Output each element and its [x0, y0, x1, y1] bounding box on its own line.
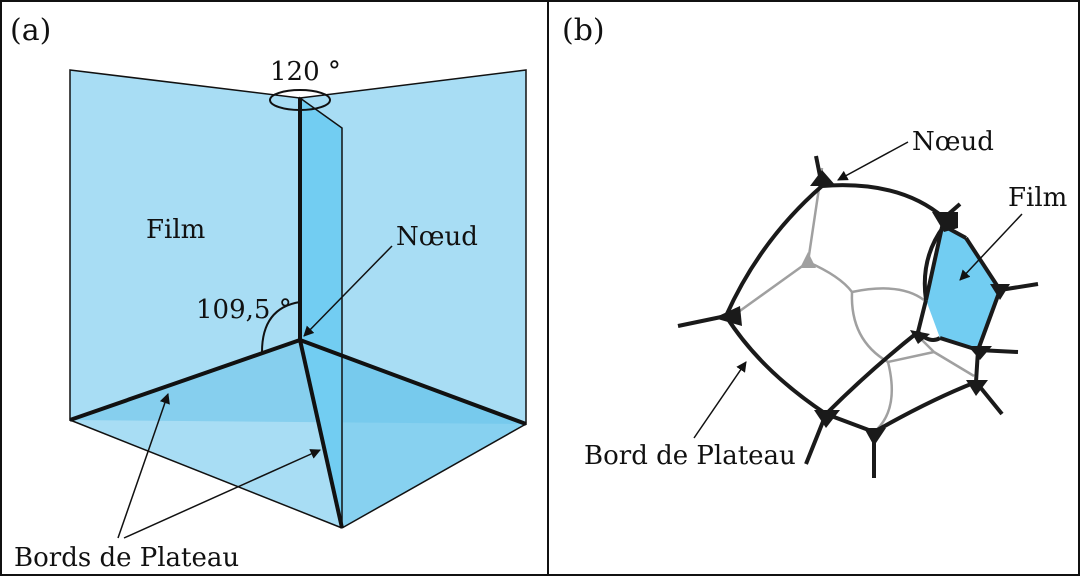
black-nodes: [714, 170, 1010, 446]
panel-b: (b): [562, 13, 1067, 478]
film-label: Film: [146, 215, 205, 245]
panel-b-label: (b): [562, 13, 605, 48]
node-arrow-b: [837, 141, 909, 181]
floor-film-dark: [300, 340, 526, 528]
node-arrow: [303, 245, 393, 337]
grey-node: [800, 252, 816, 268]
node-label: Nœud: [396, 222, 478, 252]
angle-109-arc: [261, 301, 301, 353]
highlighted-film: [926, 226, 1000, 350]
angle-120-ellipse: [269, 89, 331, 111]
plateau-border-front: [298, 339, 344, 529]
panel-a: (a) 120 ° 109,5 ° Film Nœud Bords de Pla…: [10, 13, 527, 573]
film-arrow-b: [959, 213, 1023, 281]
edge-arrow-b: [693, 361, 747, 439]
angle-120-label: 120 °: [270, 57, 341, 87]
edges-label: Bords de Plateau: [14, 543, 239, 573]
edges-arrow-1: [117, 393, 170, 539]
floor-edge-left: [69, 419, 343, 529]
floor-edge-right: [341, 423, 527, 529]
node-label-b: Nœud: [912, 127, 994, 157]
angle-109-label: 109,5 °: [196, 295, 292, 325]
edge-label-b: Bord de Plateau: [584, 441, 796, 471]
edges-arrow-2: [123, 449, 321, 539]
film-label-b: Film: [1008, 183, 1067, 213]
panel-a-label: (a): [10, 13, 51, 48]
plateau-border-left: [69, 338, 301, 422]
plateau-border-right: [299, 338, 527, 426]
